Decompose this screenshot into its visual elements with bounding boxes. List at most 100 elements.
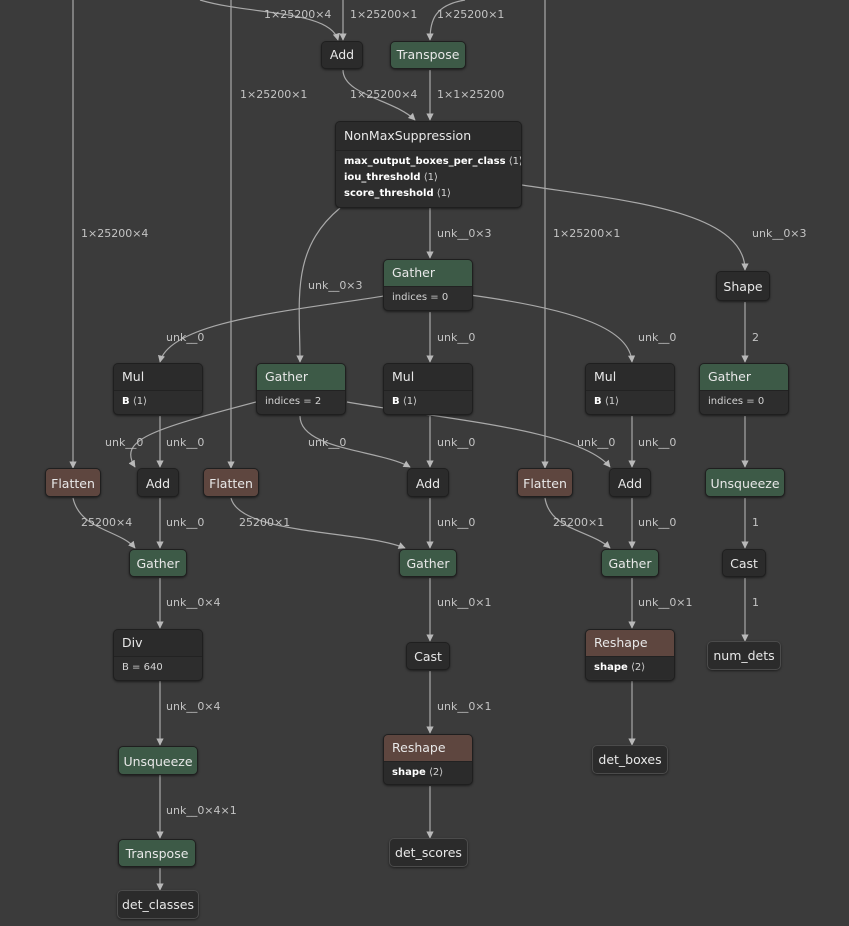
edge-label: 1×25200×1 [350,8,418,21]
node-gather-1[interactable]: Gather [129,549,187,577]
node-attribute: score_threshold ⟨1⟩ [344,188,451,199]
node-gather-3[interactable]: Gather [601,549,659,577]
edge-label: unk__0×4 [166,596,221,609]
node-attribute: indices = 0 [392,292,449,303]
node-attribute: B = 640 [122,662,163,673]
node-mul-3[interactable]: Mul B ⟨1⟩ [585,363,675,415]
edge [544,497,611,549]
node-attribute: shape ⟨2⟩ [392,767,444,778]
node-attributes: indices = 2 [257,390,345,413]
node-add-3[interactable]: Add [609,468,651,497]
node-gather-main[interactable]: Gather indices = 0 [383,259,473,311]
output-num-dets[interactable]: num_dets [707,641,781,670]
edge-label: 1×1×25200 [437,88,505,101]
node-mul-2[interactable]: Mul B ⟨1⟩ [383,363,473,415]
output-det-boxes[interactable]: det_boxes [592,745,668,774]
node-title: Unsqueeze [119,747,197,774]
node-title: Add [610,469,650,496]
edge-label: unk__0 [577,436,616,449]
node-add-2[interactable]: Add [407,468,449,497]
edge-label: unk__0 [308,436,347,449]
node-title: Shape [717,272,769,300]
node-add-top[interactable]: Add [321,41,363,69]
node-title: Cast [723,550,765,576]
edge-label: unk__0×3 [308,279,363,292]
node-title: det_scores [395,845,462,860]
node-cast-right[interactable]: Cast [722,549,766,577]
edge-label: 1×25200×1 [553,227,621,240]
node-title: Reshape [586,630,674,656]
node-title: NonMaxSuppression [336,122,521,150]
node-attributes: indices = 0 [700,390,788,413]
node-attribute: indices = 0 [708,396,765,407]
node-gather-indices-0[interactable]: Gather indices = 0 [699,363,789,415]
node-attribute: B ⟨1⟩ [594,396,619,407]
edge-label: 1×25200×1 [437,8,505,21]
node-attributes: B ⟨1⟩ [586,390,674,413]
edge-label: 25200×1 [239,516,291,529]
output-det-scores[interactable]: det_scores [389,838,468,867]
edge-label: unk__0 [166,331,205,344]
node-flatten-3[interactable]: Flatten [517,468,573,497]
node-reshape-1[interactable]: Reshape shape ⟨2⟩ [585,629,675,681]
edge [199,0,340,41]
node-div[interactable]: Div B = 640 [113,629,203,681]
edge [296,207,341,363]
node-transpose-bottom[interactable]: Transpose [118,839,196,867]
edge-label: 25200×1 [553,516,605,529]
node-flatten-1[interactable]: Flatten [45,468,101,497]
edge-label: unk__0×1 [437,596,492,609]
node-add-1[interactable]: Add [137,468,179,497]
node-flatten-2[interactable]: Flatten [203,468,259,497]
node-title: Flatten [518,469,572,496]
node-attributes: shape ⟨2⟩ [586,656,674,679]
edge-label: unk__0×3 [437,227,492,240]
node-title: Unsqueeze [706,469,784,496]
edge-label: unk__0×4 [166,700,221,713]
edge-label: 1×25200×1 [240,88,308,101]
node-gather-2[interactable]: Gather [399,549,457,577]
node-title: Reshape [384,735,472,761]
edge [72,497,136,549]
node-transpose-top[interactable]: Transpose [390,41,466,69]
node-attribute: max_output_boxes_per_class ⟨1⟩ [344,156,522,167]
edge-label: unk__0 [638,436,677,449]
node-gather-indices-2[interactable]: Gather indices = 2 [256,363,346,415]
node-title: Add [408,469,448,496]
edge [158,294,391,363]
node-attribute: shape ⟨2⟩ [594,662,646,673]
node-title: num_dets [713,648,775,663]
node-attributes: B = 640 [114,656,202,679]
node-attribute: B ⟨1⟩ [122,396,147,407]
node-attributes: max_output_boxes_per_class ⟨1⟩ iou_thres… [336,150,521,205]
node-attributes: indices = 0 [384,286,472,309]
node-title: Flatten [204,469,258,496]
node-mul-1[interactable]: Mul B ⟨1⟩ [113,363,203,415]
node-title: Gather [602,550,658,576]
node-attribute: B ⟨1⟩ [392,396,417,407]
node-shape[interactable]: Shape [716,271,770,301]
edge-label: unk__0 [166,436,205,449]
edge [521,184,749,271]
edge-label: 1×25200×4 [264,8,332,21]
node-unsqueeze-right[interactable]: Unsqueeze [705,468,785,497]
edge-label: 25200×4 [81,516,133,529]
edge-label: 1 [752,516,759,529]
node-title: Add [322,42,362,68]
node-nonmaxsuppression[interactable]: NonMaxSuppression max_output_boxes_per_c… [335,121,522,208]
edge [426,0,466,41]
node-reshape-2[interactable]: Reshape shape ⟨2⟩ [383,734,473,785]
edge [230,497,406,549]
node-title: Cast [407,643,449,669]
edge-label: unk__0×1 [437,700,492,713]
node-unsqueeze-left[interactable]: Unsqueeze [118,746,198,775]
edge-label: 2 [752,331,759,344]
edge-label: unk__0 [166,516,205,529]
node-title: Mul [586,364,674,390]
edge-label: unk__0 [437,436,476,449]
node-cast-mid[interactable]: Cast [406,642,450,670]
output-det-classes[interactable]: det_classes [117,890,199,919]
edge [469,294,636,363]
edge-label: 1×25200×4 [81,227,149,240]
